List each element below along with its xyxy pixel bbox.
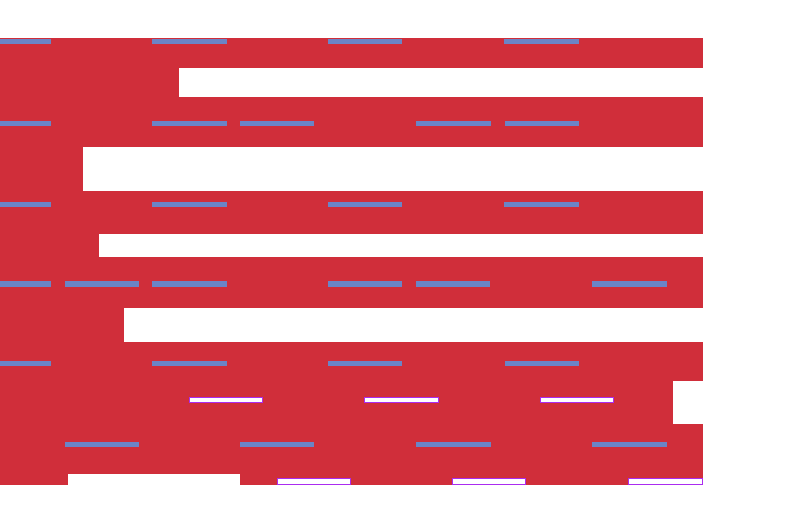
- outlined-bar-r2-2[interactable]: [452, 477, 526, 485]
- blue-bar-r4-4[interactable]: [328, 281, 402, 287]
- blue-bar-r4-1[interactable]: [0, 281, 51, 287]
- blue-bar-r5-1[interactable]: [0, 361, 51, 366]
- blue-bar-r1-2[interactable]: [152, 39, 227, 44]
- blue-bar-r2-2[interactable]: [152, 121, 227, 126]
- blue-bar-r5-4[interactable]: [504, 361, 579, 366]
- outlined-bar-r2-1[interactable]: [277, 477, 351, 485]
- blue-bar-r4-2[interactable]: [65, 281, 139, 287]
- blue-bar-r5-3[interactable]: [328, 361, 402, 366]
- blue-bar-r3-3[interactable]: [328, 202, 402, 207]
- blue-bar-r5-2[interactable]: [152, 361, 227, 366]
- blue-bar-r6-3[interactable]: [416, 441, 491, 447]
- white-gap-4: [124, 308, 703, 343]
- blue-bar-r6-1[interactable]: [65, 441, 139, 447]
- blue-bar-r6-2[interactable]: [240, 441, 314, 447]
- blue-bar-r2-3[interactable]: [240, 121, 314, 126]
- blue-bar-r4-5[interactable]: [416, 281, 490, 287]
- red-block-2: [0, 473, 69, 485]
- white-gap-1: [178, 68, 703, 97]
- blue-bar-r1-4[interactable]: [504, 39, 579, 44]
- white-gap-5: [673, 380, 703, 424]
- blue-bar-r4-6[interactable]: [591, 281, 667, 287]
- blue-bar-r3-2[interactable]: [152, 202, 227, 207]
- white-gap-2: [82, 147, 703, 191]
- outlined-bar-r1-1[interactable]: [189, 397, 263, 404]
- blue-bar-r1-1[interactable]: [0, 39, 51, 44]
- blue-bar-r2-1[interactable]: [0, 121, 51, 126]
- blue-bar-r2-5[interactable]: [505, 121, 579, 126]
- blue-bar-r1-3[interactable]: [328, 39, 402, 44]
- blue-bar-r3-4[interactable]: [504, 202, 579, 207]
- outlined-bar-r1-2[interactable]: [364, 397, 439, 404]
- outlined-bar-r2-3[interactable]: [628, 477, 703, 485]
- white-gap-3: [98, 234, 703, 258]
- outlined-bar-r1-3[interactable]: [540, 397, 614, 404]
- blue-bar-r2-4[interactable]: [416, 121, 491, 126]
- blue-bar-r4-3[interactable]: [152, 281, 227, 287]
- blue-bar-r3-1[interactable]: [0, 202, 51, 207]
- blue-bar-r6-4[interactable]: [592, 441, 667, 447]
